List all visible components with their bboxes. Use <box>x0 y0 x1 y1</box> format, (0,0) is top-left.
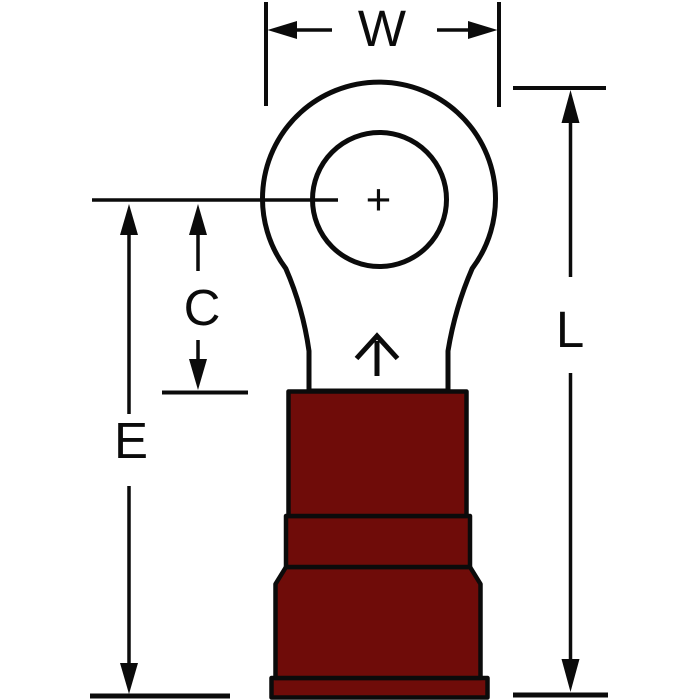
dimension-e: E <box>90 204 230 699</box>
e-arrowhead-down-icon <box>120 663 138 694</box>
hole-center-mark: + <box>366 176 392 225</box>
crimp-arrow-chevron <box>354 332 400 361</box>
terminal-body: + <box>260 79 498 394</box>
dimension-label-l: L <box>556 301 584 358</box>
insulation-upper-section <box>286 389 469 519</box>
l-arrowhead-up-icon <box>561 90 580 123</box>
l-arrowhead-down-icon <box>561 659 580 692</box>
dimension-c: C <box>162 204 248 395</box>
insulation-middle-band <box>283 513 473 570</box>
c-arrowhead-up-icon <box>189 204 207 235</box>
insulation-barrel <box>269 389 490 700</box>
insulation-flared-section <box>273 564 483 681</box>
crimp-indicator-arrow-icon <box>354 332 400 376</box>
dimension-label-e: E <box>114 412 148 469</box>
c-arrowhead-down-icon <box>189 359 207 390</box>
e-arrowhead-up-icon <box>120 204 138 235</box>
w-arrowhead-left-icon <box>267 21 297 39</box>
w-arrowhead-right-icon <box>468 21 498 39</box>
insulation-base-flange <box>269 675 490 700</box>
dimension-w: W <box>264 0 501 107</box>
dimension-l: L <box>513 86 608 698</box>
dimension-label-w: W <box>358 0 406 57</box>
dimension-label-c: C <box>184 279 221 336</box>
